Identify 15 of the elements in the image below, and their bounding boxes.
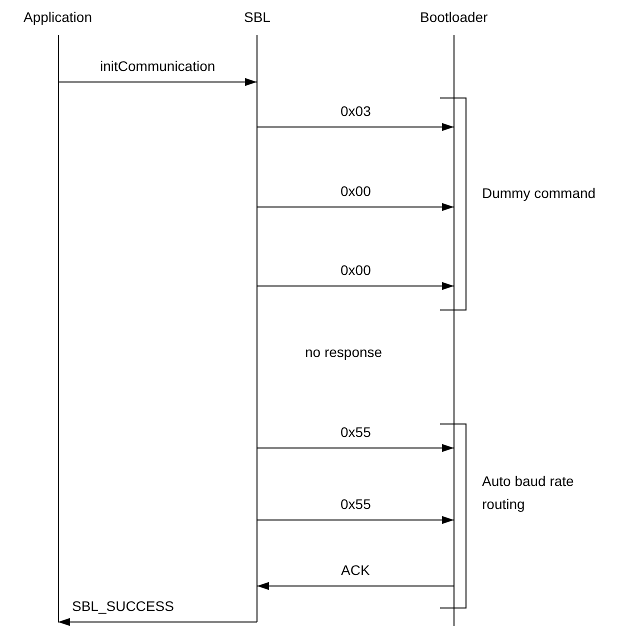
message-arrow [256,582,454,590]
bracket-label: Auto baud rate routing [482,472,575,514]
message-arrow [256,203,454,211]
message-arrow [58,78,258,86]
message-arrow [256,516,454,524]
message-arrow [58,618,258,626]
message-arrow [256,444,454,452]
bracket-label: Dummy command [482,184,596,202]
participant-label: Application [24,9,92,26]
note: no response [305,344,382,360]
participant-label: Bootloader [420,9,488,26]
participant-label: SBL [244,9,270,26]
message-label: SBL_SUCCESS [72,598,174,615]
message-arrow [256,123,454,131]
message-arrow [256,282,454,290]
